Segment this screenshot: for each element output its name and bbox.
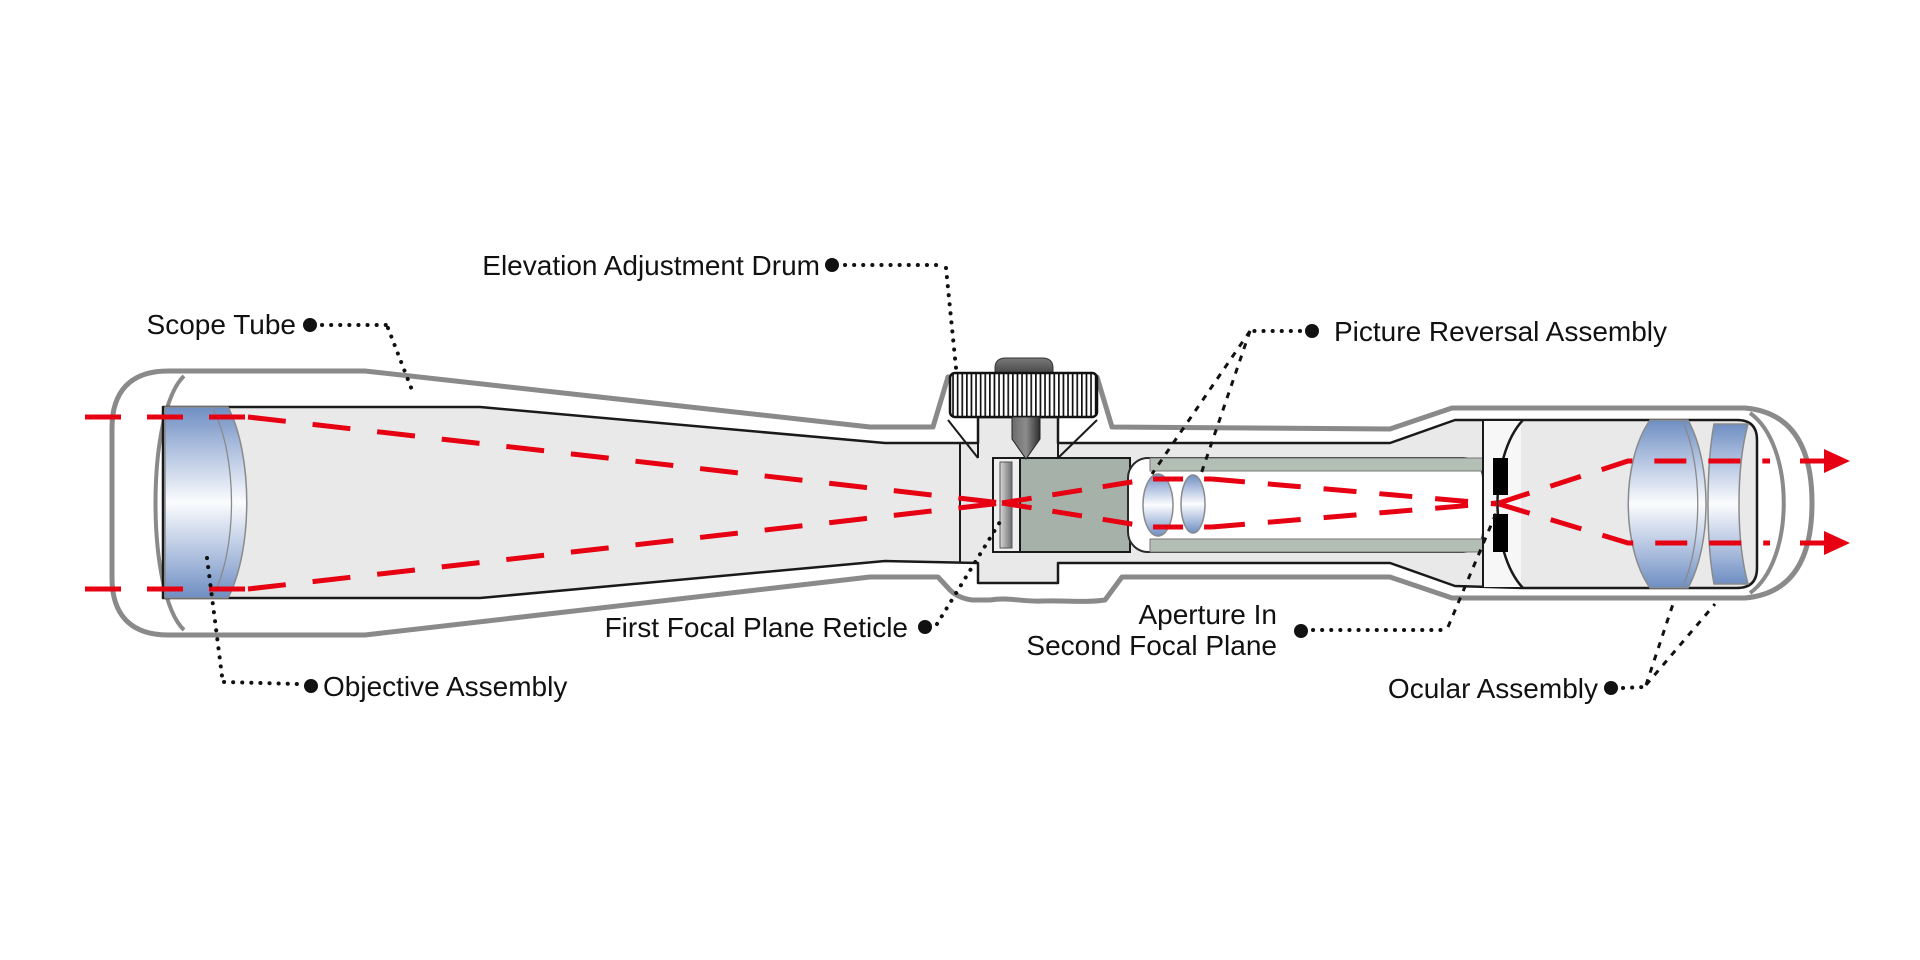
picture-reversal-lens-2 — [1180, 474, 1206, 534]
ray-reconverge-bottom — [1211, 500, 1498, 530]
objective-lens-doublet-line — [211, 406, 233, 599]
callout-dot-icon — [1305, 324, 1319, 338]
eyepiece-ring — [1748, 411, 1786, 595]
sfp-aperture-blade-bottom — [1493, 514, 1508, 552]
exit-arrow-top — [1800, 449, 1850, 473]
objective-lens — [164, 406, 248, 599]
leader-elevation-drum — [825, 258, 958, 370]
ocular-lens-doublet — [1627, 419, 1707, 589]
leader-objective — [205, 556, 318, 693]
elevation-turret — [948, 357, 1099, 460]
saddle-shoulder-right — [1057, 419, 1098, 459]
erector-section — [992, 457, 1484, 553]
saddle-shoulder-left — [947, 419, 979, 459]
label-scope-tube: Scope Tube — [147, 309, 296, 340]
label-aperture-line2: Second Focal Plane — [1026, 630, 1277, 661]
label-ocular: Ocular Assembly — [1388, 673, 1598, 704]
leader-ocular — [1604, 600, 1717, 695]
sfp-aperture-blade-top — [1493, 458, 1508, 495]
ray-exit-top — [1498, 458, 1770, 506]
objective-lens-group — [164, 406, 248, 599]
arrowhead-icon — [1824, 449, 1850, 473]
label-objective: Objective Assembly — [323, 671, 567, 702]
callout-dot-icon — [918, 620, 932, 634]
label-aperture-line1: Aperture In — [1138, 599, 1277, 630]
callout-dot-icon — [1294, 624, 1308, 638]
callout-dot-icon — [825, 258, 839, 272]
ray-exit-bottom — [1498, 501, 1770, 546]
callout-labels: Scope Tube Elevation Adjustment Drum Pic… — [147, 250, 1667, 704]
arrowhead-icon — [1824, 531, 1850, 555]
picture-reversal-lens-1 — [1142, 473, 1174, 537]
callout-dot-icon — [1604, 681, 1618, 695]
light-rays — [85, 414, 1850, 592]
ocular-doublet-junction — [1681, 419, 1699, 589]
eyepiece-front-curve — [1496, 419, 1524, 589]
callout-leaders — [205, 258, 1717, 695]
turret-channel-walls — [977, 417, 1059, 458]
elevation-adjustment-drum — [948, 371, 1099, 419]
erector-tube-wall-top — [1149, 457, 1484, 472]
label-ffp-reticle: First Focal Plane Reticle — [605, 612, 908, 643]
leader-ffp-reticle — [918, 515, 1005, 634]
objective-bell-ring — [153, 374, 186, 632]
callout-dot-icon — [304, 679, 318, 693]
ray-reconverge-top — [1211, 476, 1498, 507]
label-elevation-drum: Elevation Adjustment Drum — [482, 250, 820, 281]
leader-picture-reversal — [1150, 324, 1319, 478]
label-picture-reversal: Picture Reversal Assembly — [1334, 316, 1667, 347]
ocular-lens-group — [1627, 419, 1749, 589]
adjustment-screw — [1011, 416, 1041, 460]
exit-arrow-bottom — [1800, 531, 1850, 555]
erector-cell-housing — [1019, 457, 1131, 553]
erector-tube-wall-bottom — [1149, 538, 1484, 553]
callout-dot-icon — [303, 318, 317, 332]
leader-scope-tube — [303, 318, 414, 392]
leader-sfp-aperture — [1294, 510, 1499, 638]
